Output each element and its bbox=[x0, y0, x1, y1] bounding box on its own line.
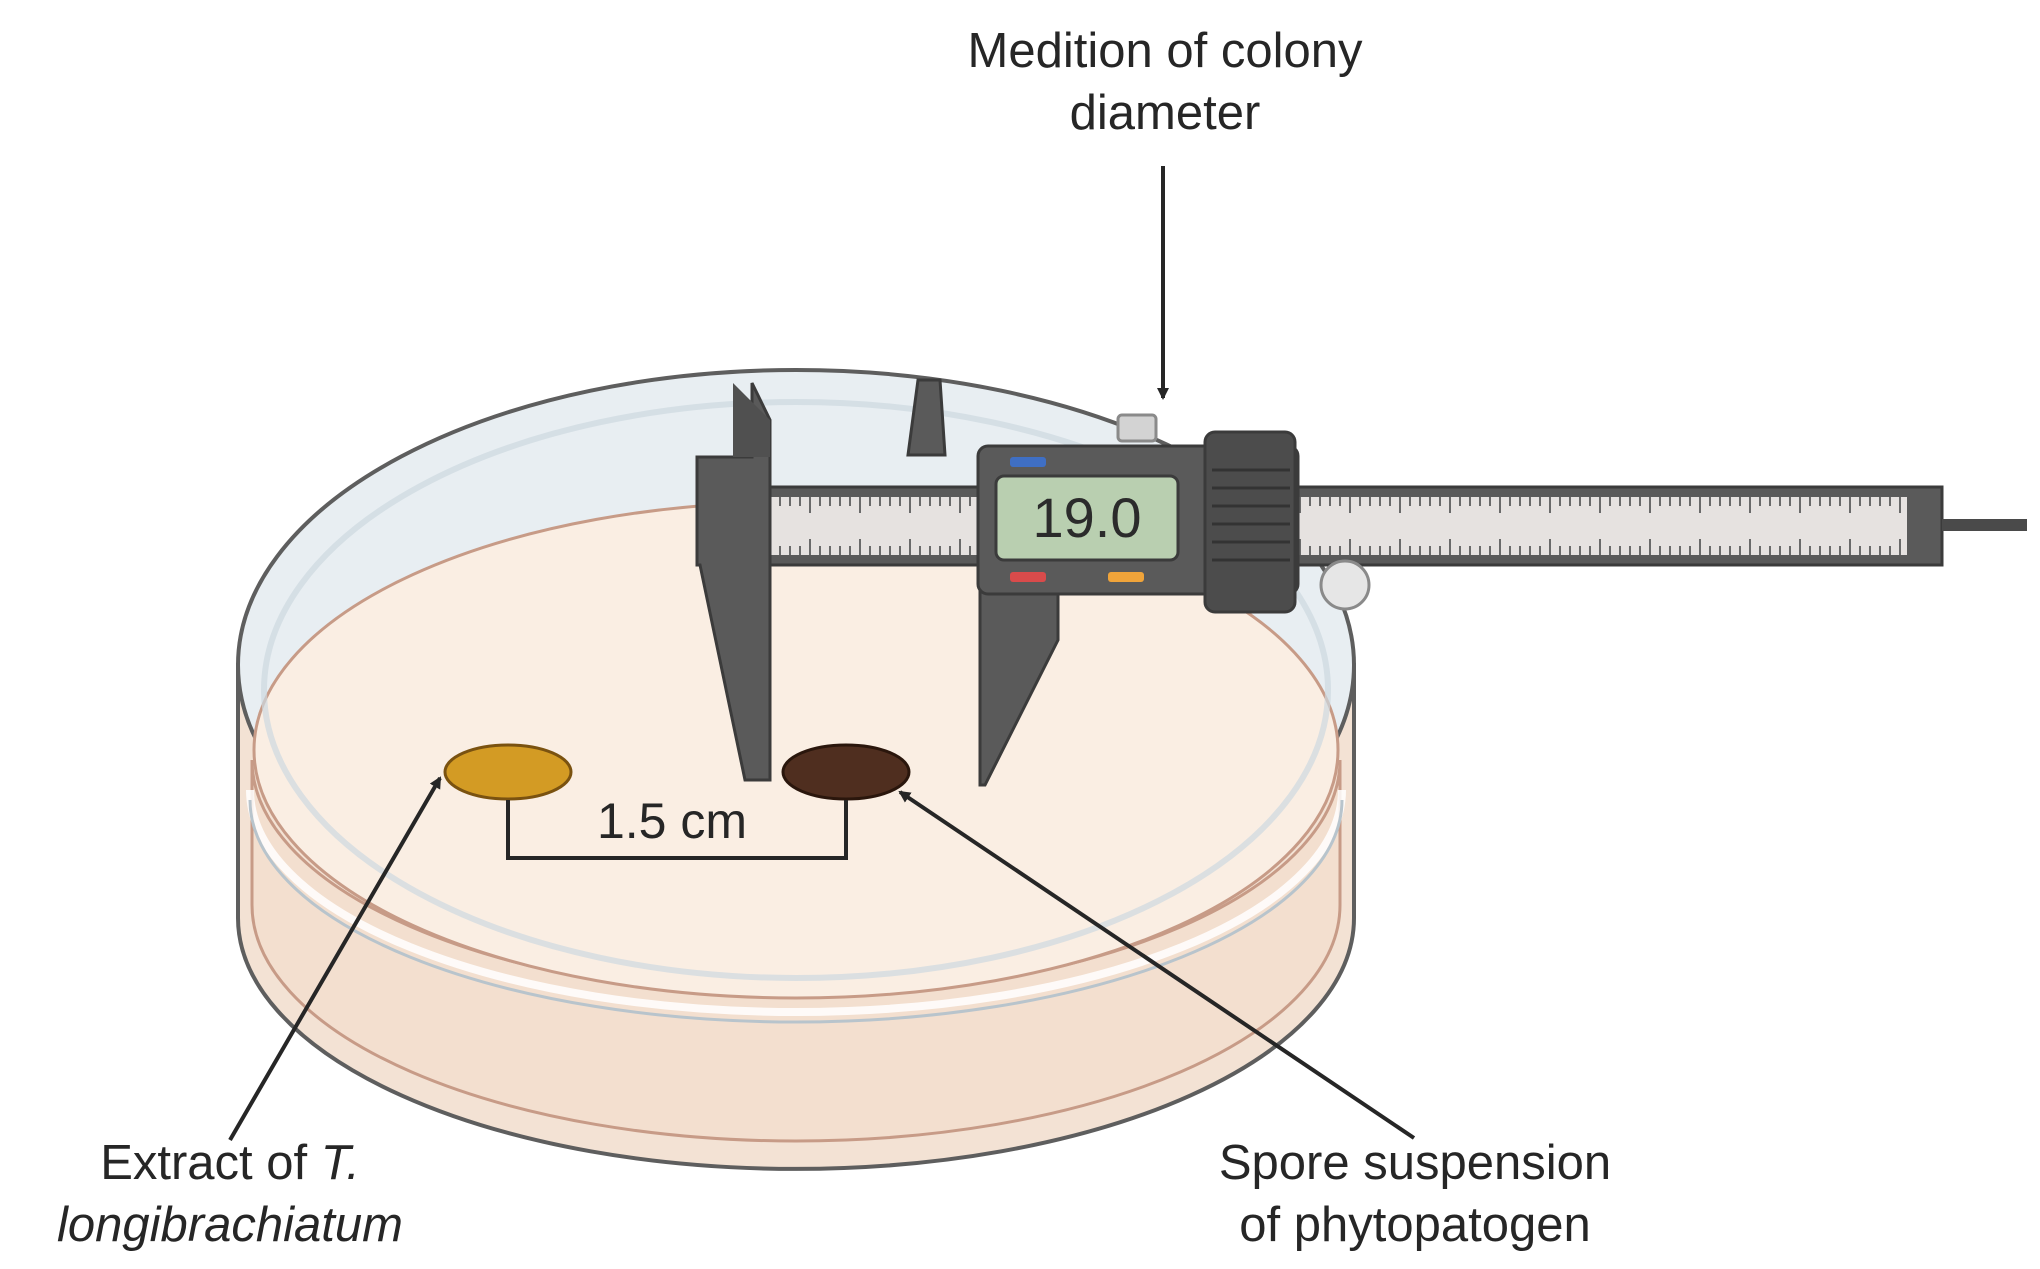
distance-bracket bbox=[506, 800, 848, 860]
extract-label-line2: longibrachiatum bbox=[10, 1194, 450, 1256]
caliper-lock-screw bbox=[1116, 413, 1158, 443]
dish-front-lip bbox=[246, 789, 1346, 1016]
caliper-scale bbox=[757, 497, 1907, 555]
caliper-label-line2: diameter bbox=[1069, 86, 1261, 140]
spore-spot bbox=[781, 743, 911, 801]
caliper-button-red bbox=[1010, 572, 1046, 582]
caliper-thumb-wheel bbox=[1319, 559, 1371, 611]
extract-arrow bbox=[228, 776, 442, 1142]
extract-label-prefix: Extract of bbox=[100, 1136, 321, 1190]
caliper-button-orange bbox=[1108, 572, 1144, 582]
caliper-lcd bbox=[994, 474, 1180, 562]
extract-label: Extract of T. longibrachiatum bbox=[10, 1132, 450, 1256]
caliper-grip-ridges bbox=[1212, 468, 1290, 562]
spore-label-line1: Spore suspension bbox=[1218, 1136, 1612, 1190]
distance-label: 1.5 cm bbox=[597, 793, 747, 849]
extract-label-genus: T. bbox=[320, 1136, 360, 1190]
dish-front-lip-outline bbox=[248, 799, 1344, 1024]
digital-caliper: 19.0 bbox=[695, 378, 2027, 787]
spore-label: Spore suspension of phytopatogen bbox=[1170, 1132, 1660, 1256]
caliper-depth-rod bbox=[1942, 519, 2027, 531]
extract-spot bbox=[443, 743, 573, 801]
dish-inner-edge bbox=[261, 399, 1331, 981]
spore-label-line2: of phytopatogen bbox=[1239, 1198, 1591, 1252]
extract-label-species: longibrachiatum bbox=[57, 1198, 403, 1252]
caliper-button-blue bbox=[1010, 457, 1046, 467]
caliper-label-line1: Medition of colony bbox=[967, 24, 1363, 78]
caliper-grip bbox=[1203, 430, 1297, 614]
extract-label-line1: Extract of T. bbox=[10, 1132, 450, 1194]
caliper-fixed-jaw-upper bbox=[733, 383, 770, 457]
caliper-label: Medition of colony diameter bbox=[880, 20, 1450, 144]
spore-arrow bbox=[898, 790, 1416, 1140]
caliper-reading: 19.0 bbox=[1033, 486, 1142, 549]
caliper-slider-upper-jaw bbox=[906, 378, 947, 457]
